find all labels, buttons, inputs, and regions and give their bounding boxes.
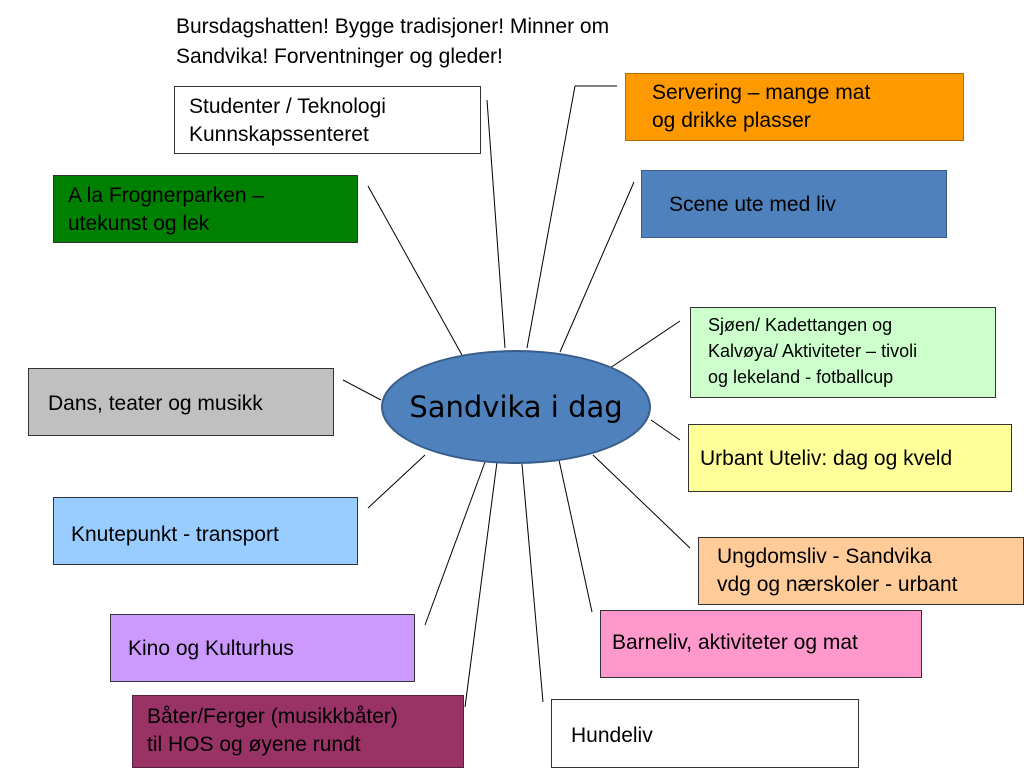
connector-sjoen bbox=[609, 320, 681, 369]
box-studenter: Studenter / Teknologi Kunnskapssenteret bbox=[174, 86, 481, 154]
box-ungdomsliv-line-2: vdg og nærskoler - urbant bbox=[717, 573, 958, 596]
connector-knutepunkt bbox=[367, 454, 426, 509]
box-frognerparken-line-2: utekunst og lek bbox=[68, 212, 210, 235]
box-studenter-line-1: Studenter / Teknologi bbox=[189, 95, 386, 118]
connector-kino bbox=[424, 461, 486, 626]
box-sjoen-line-3: og lekeland - fotballcup bbox=[708, 367, 894, 387]
box-sjoen-line-2: Kalvøya/ Aktiviteter – tivoli bbox=[708, 341, 918, 361]
box-ungdomsliv: Ungdomsliv - Sandvika vdg og nærskoler -… bbox=[698, 537, 1024, 605]
box-barneliv-label: Barneliv, aktiviteter og mat bbox=[612, 631, 858, 654]
box-scene-label: Scene ute med liv bbox=[669, 193, 836, 216]
connector-studenter bbox=[486, 99, 506, 349]
box-sjoen: Sjøen/ Kadettangen og Kalvøya/ Aktivitet… bbox=[690, 307, 996, 398]
connector-barneliv bbox=[558, 459, 593, 613]
box-uteliv-label: Urbant Uteliv: dag og kveld bbox=[700, 447, 953, 470]
box-dans-label: Dans, teater og musikk bbox=[48, 392, 263, 415]
box-bater: Båter/Ferger (musikkbåter) til HOS og øy… bbox=[132, 695, 464, 768]
box-barneliv: Barneliv, aktiviteter og mat bbox=[600, 610, 922, 678]
connector-uteliv bbox=[650, 419, 681, 441]
box-bater-line-1: Båter/Ferger (musikkbåter) bbox=[147, 705, 398, 728]
top-note: Bursdagshatten! Bygge tradisjoner! Minne… bbox=[176, 12, 609, 72]
box-knutepunkt: Knutepunkt - transport bbox=[53, 497, 358, 565]
connector-servering-2 bbox=[526, 85, 576, 349]
box-servering-line-1: Servering – mange mat bbox=[652, 81, 871, 104]
hub-label: Sandvika i dag bbox=[409, 390, 623, 424]
box-studenter-line-2: Kunnskapssenteret bbox=[189, 123, 369, 146]
box-dans: Dans, teater og musikk bbox=[28, 368, 334, 436]
box-servering-line-2: og drikke plasser bbox=[652, 109, 811, 132]
box-frognerparken: A la Frognerparken – utekunst og lek bbox=[53, 175, 358, 243]
box-scene: Scene ute med liv bbox=[641, 170, 947, 238]
box-servering: Servering – mange mat og drikke plasser bbox=[625, 73, 964, 141]
connector-frognerparken bbox=[367, 185, 463, 356]
connector-hundeliv bbox=[521, 463, 544, 703]
box-ungdomsliv-line-1: Ungdomsliv - Sandvika bbox=[717, 545, 932, 568]
box-knutepunkt-label: Knutepunkt - transport bbox=[71, 523, 279, 546]
box-hundeliv-label: Hundeliv bbox=[571, 724, 653, 747]
box-kino-label: Kino og Kulturhus bbox=[128, 637, 294, 660]
box-kino: Kino og Kulturhus bbox=[110, 614, 415, 682]
box-uteliv: Urbant Uteliv: dag og kveld bbox=[688, 424, 1012, 492]
box-sjoen-line-1: Sjøen/ Kadettangen og bbox=[708, 315, 893, 335]
box-bater-line-2: til HOS og øyene rundt bbox=[147, 733, 361, 756]
box-frognerparken-line-1: A la Frognerparken – bbox=[68, 184, 265, 207]
connector-ungdomsliv bbox=[592, 454, 691, 549]
box-hundeliv: Hundeliv bbox=[551, 699, 859, 768]
connector-scene bbox=[559, 181, 635, 353]
top-note-line-2: Sandvika! Forventninger og gleder! bbox=[176, 45, 503, 68]
connector-bater bbox=[464, 461, 498, 708]
hub-ellipse: Sandvika i dag bbox=[381, 350, 651, 464]
top-note-line-1: Bursdagshatten! Bygge tradisjoner! Minne… bbox=[176, 15, 610, 38]
connector-dans bbox=[342, 379, 382, 401]
